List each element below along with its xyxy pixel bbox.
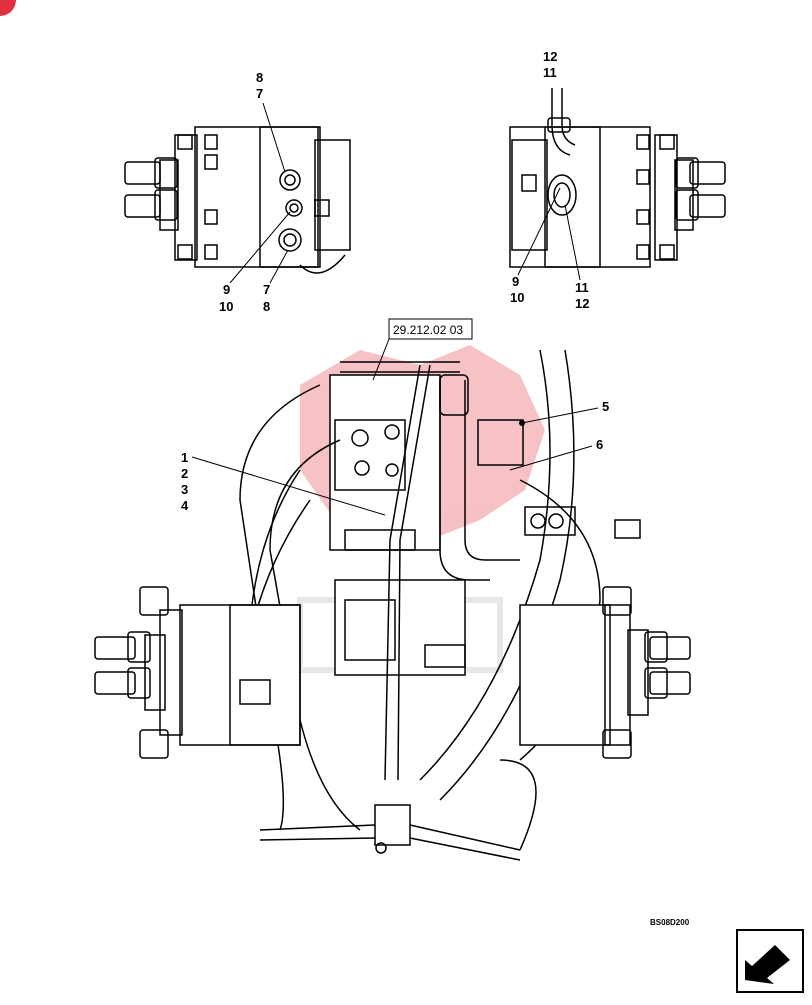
top-right-valve-view [509,88,726,268]
callout-tr-upper-1: 12 [543,49,557,64]
callout-tl-lower-right-1: 7 [263,282,270,297]
callout-tl-lower-right-2: 8 [263,299,270,314]
callouts-top-right: 12 11 9 10 11 12 [510,49,589,311]
main-assembly-view [94,349,691,861]
callout-main-5: 5 [602,399,609,414]
corner-badge-icon [0,0,16,16]
callout-main-4: 4 [181,498,189,513]
reference-box: 29.212.02 03 [372,318,473,381]
next-page-arrow-icon[interactable] [736,929,804,993]
callout-tr-upper-2: 11 [543,65,557,80]
callout-tr-lower-left-1: 9 [512,274,519,289]
reference-box-text: 29.212.02 03 [393,323,463,337]
callouts-main: 1 2 3 4 5 6 [181,399,609,516]
callout-tr-lower-left-2: 10 [510,290,524,305]
drawing-code: BS08D200 [650,918,690,927]
callouts-top-left: 8 7 9 10 7 8 [219,70,291,314]
callout-main-6: 6 [596,437,603,452]
callout-tl-upper-1: 8 [256,70,263,85]
callout-main-2: 2 [181,466,188,481]
callout-tr-lower-right-2: 12 [575,296,589,311]
top-left-valve-view [124,126,351,274]
callout-tr-lower-right-1: 11 [575,280,589,295]
callout-tl-upper-2: 7 [256,86,263,101]
callout-main-1: 1 [181,450,188,465]
callout-tl-lower-left-1: 9 [223,282,230,297]
callout-tl-lower-left-2: 10 [219,299,233,314]
callout-main-3: 3 [181,482,188,497]
